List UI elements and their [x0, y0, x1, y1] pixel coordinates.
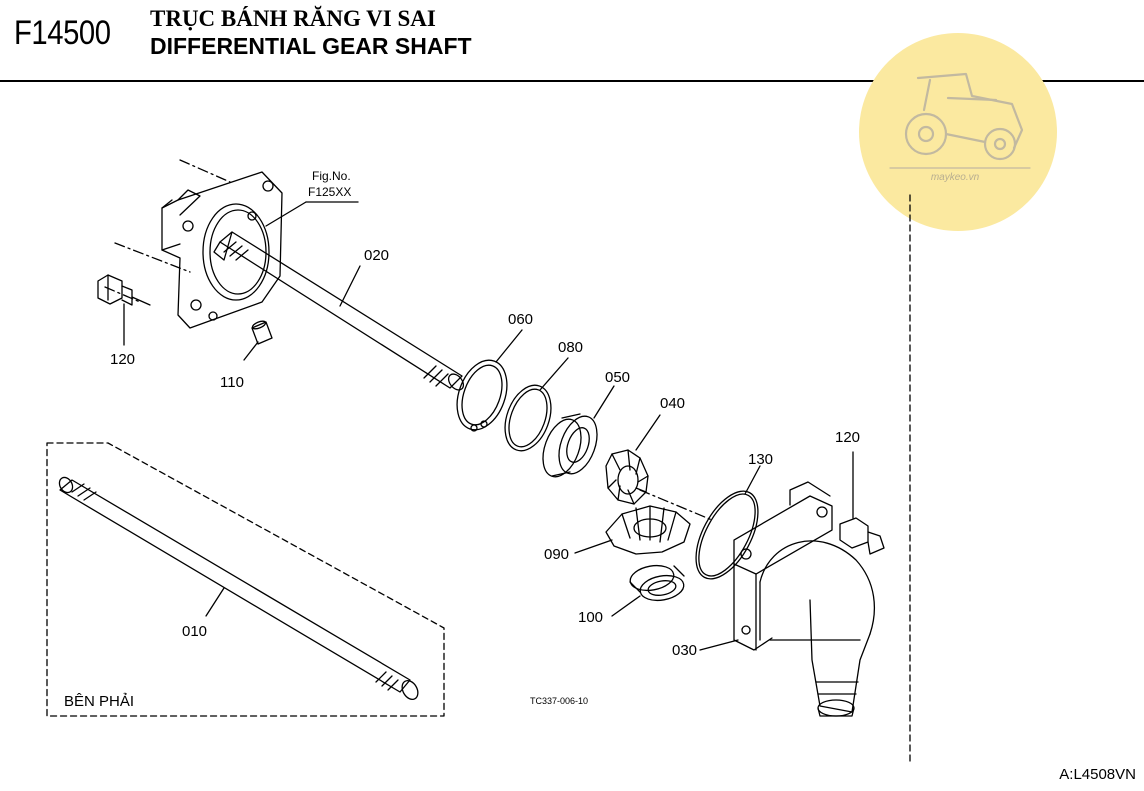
ring-080 — [504, 357, 569, 452]
fig-ref-leader — [265, 201, 307, 227]
gear-040 — [605, 414, 661, 505]
label-120-right: 120 — [835, 429, 860, 446]
housing-flange — [104, 159, 283, 329]
title-english: DIFFERENTIAL GEAR SHAFT — [150, 33, 472, 59]
snap-ring-060 — [456, 329, 523, 432]
oring-130 — [695, 465, 761, 580]
title-vietnamese: TRỤC BÁNH RĂNG VI SAI — [150, 6, 436, 31]
plug-120-right — [839, 451, 885, 555]
bearing-050 — [542, 385, 615, 478]
shaft-020 — [213, 231, 465, 391]
inset-box — [46, 442, 445, 717]
plug-120-left — [97, 274, 151, 346]
drawing-code: TC337-006-10 — [530, 696, 588, 706]
watermark-logo: maykeo.vn — [859, 33, 1057, 231]
pin-110 — [243, 320, 273, 361]
footer-code: A:L4508VN — [1059, 766, 1136, 783]
tractor-icon — [889, 72, 1031, 169]
section-code: F14500 — [14, 14, 111, 52]
page-header: F14500 TRỤC BÁNH RĂNG VI SAI DIFFERENTIA… — [0, 0, 1144, 82]
label-020: 020 — [364, 247, 389, 264]
label-080: 080 — [558, 339, 583, 356]
shaft-010 — [58, 476, 419, 700]
bevel-gear-090 — [574, 505, 691, 555]
watermark-circle — [859, 33, 1057, 231]
label-100: 100 — [578, 609, 603, 626]
label-050: 050 — [605, 369, 630, 386]
label-130: 130 — [748, 451, 773, 468]
header-rule — [0, 80, 1144, 82]
inset-label: BÊN PHẢI — [64, 693, 134, 710]
fig-ref-line1: Fig.No. — [312, 169, 351, 183]
label-090: 090 — [544, 546, 569, 563]
gear-case-030 — [699, 481, 875, 717]
label-010: 010 — [182, 623, 207, 640]
label-030: 030 — [672, 642, 697, 659]
label-040: 040 — [660, 395, 685, 412]
center-line — [639, 489, 713, 521]
label-060: 060 — [508, 311, 533, 328]
bearing-100 — [611, 564, 685, 617]
watermark-text: maykeo.vn — [931, 172, 980, 183]
label-120-left: 120 — [110, 351, 135, 368]
fig-ref-line2: F125XX — [308, 185, 351, 199]
label-110: 110 — [220, 374, 244, 391]
